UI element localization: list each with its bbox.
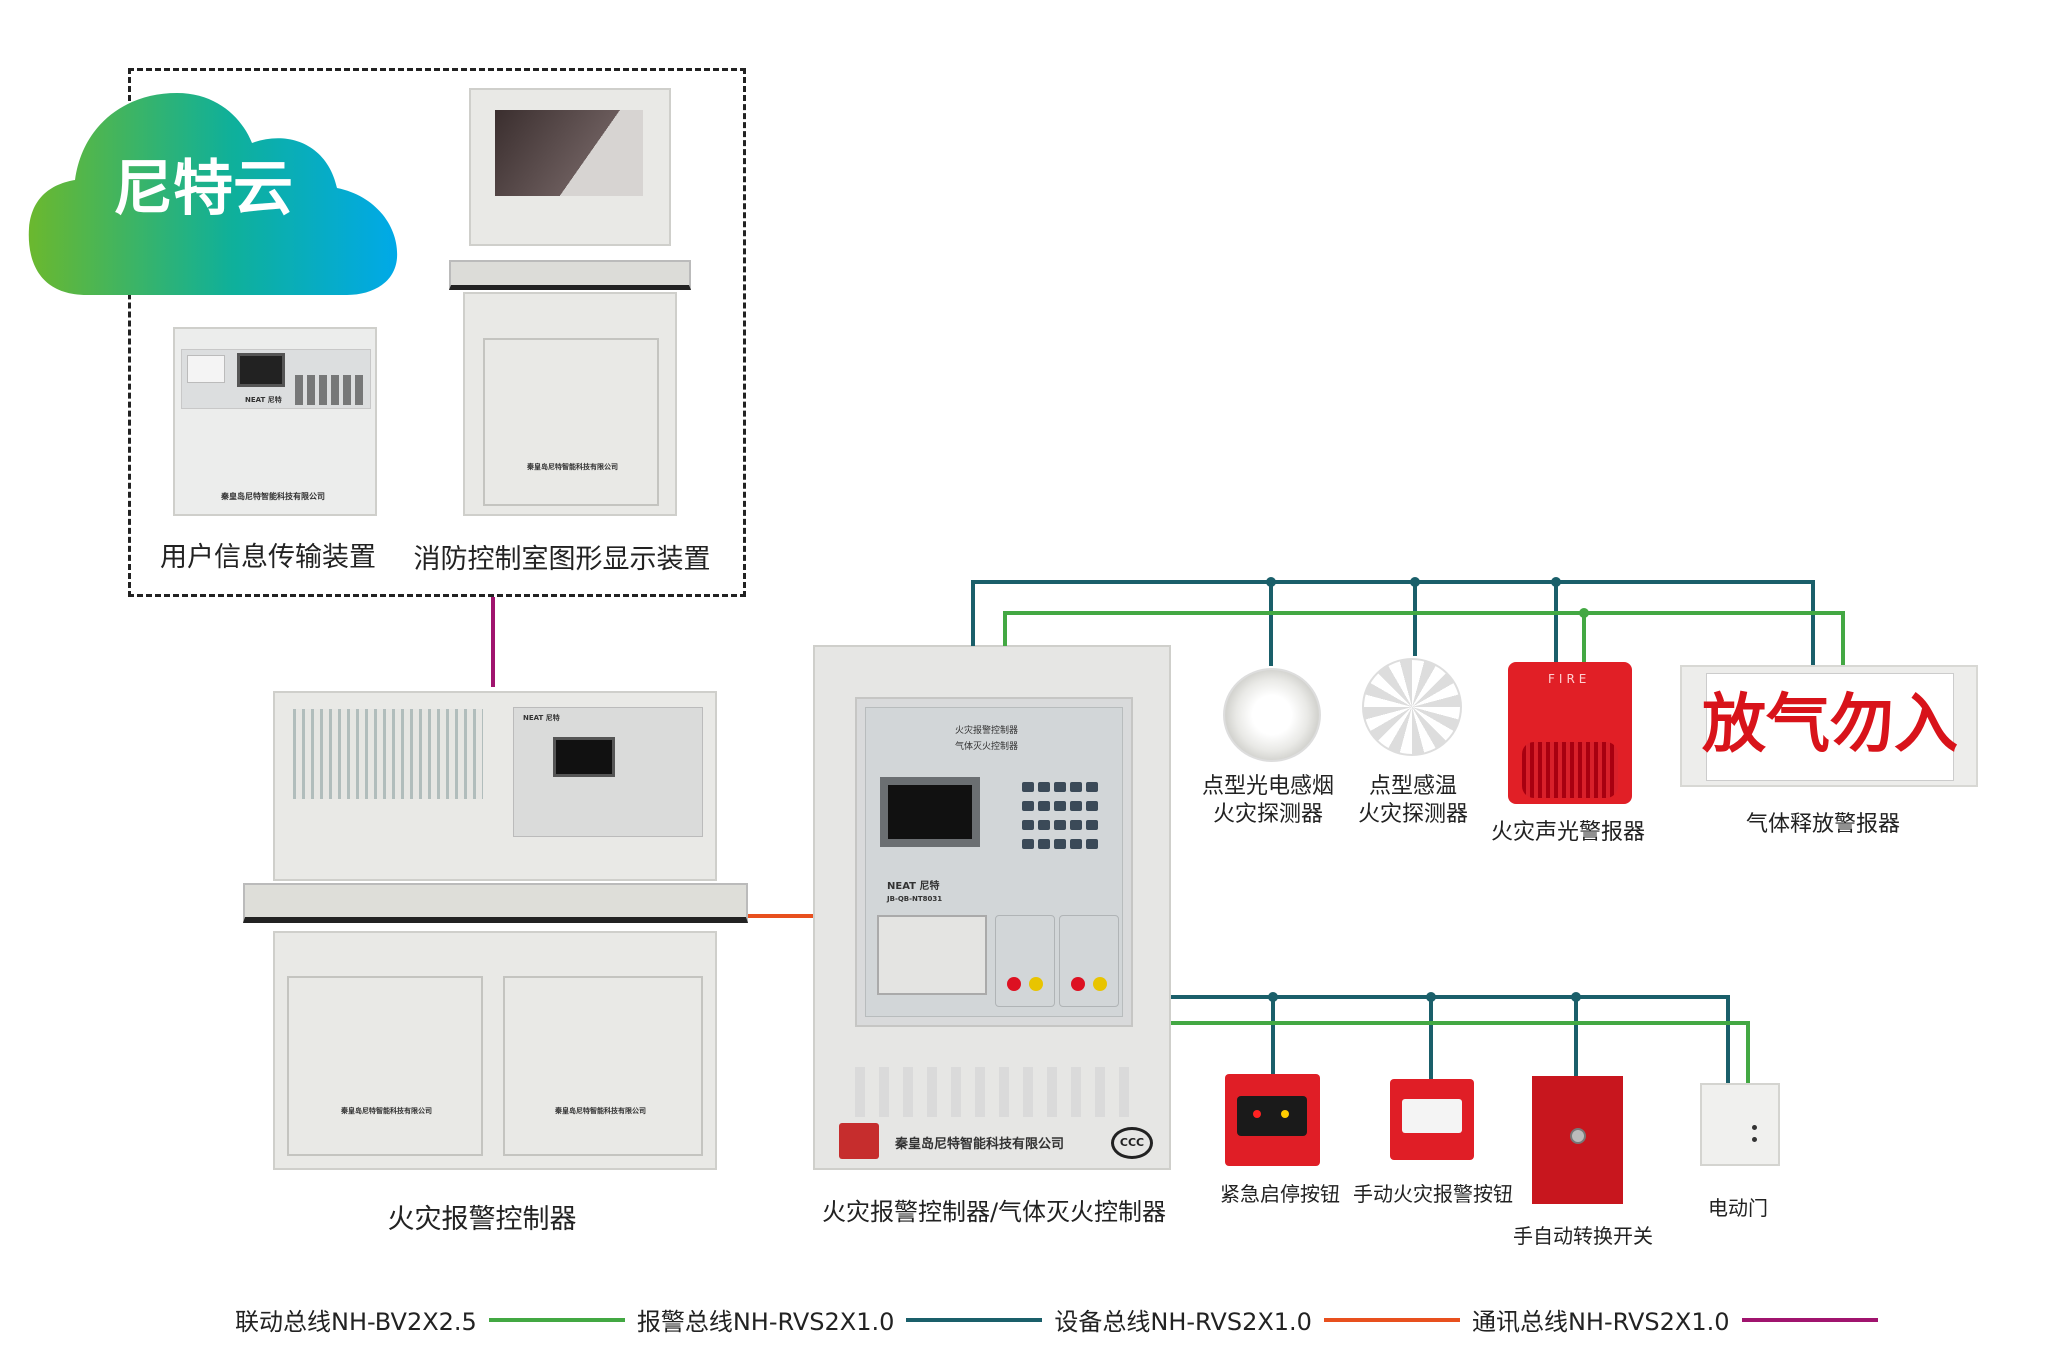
alarm-bus-drop xyxy=(1726,995,1730,1083)
gas-sign-label: 气体释放警报器 xyxy=(1745,812,1901,837)
auto-manual-switch xyxy=(1532,1076,1623,1204)
ccc-logo: CCC xyxy=(1111,1127,1153,1159)
comm-bus-line xyxy=(491,597,495,687)
alarm-bus-drop xyxy=(1811,580,1815,666)
junction xyxy=(1410,577,1420,587)
sounder-strobe: FIRE xyxy=(1508,662,1632,804)
company-label: 秦皇岛尼特智能科技有限公司 xyxy=(221,492,325,501)
sounder-label: 火灾声光警报器 xyxy=(1490,820,1646,845)
linkage-bus-drop xyxy=(1746,1021,1750,1083)
legend-label: 报警总线NH-RVS2X1.0 xyxy=(636,1308,895,1336)
emergency-stop-button xyxy=(1225,1074,1320,1166)
user-info-device: NEAT 尼特 秦皇岛尼特智能科技有限公司 xyxy=(173,327,377,516)
panel-title-2: 气体灭火控制器 xyxy=(955,742,1019,752)
neat-cloud: 尼特云 xyxy=(27,88,399,295)
heat-detector-label-2: 火灾探测器 xyxy=(1357,802,1469,827)
company-label: 秦皇岛尼特智能科技有限公司 xyxy=(555,1107,646,1115)
screen xyxy=(553,737,615,777)
manual-alarm-button xyxy=(1390,1079,1474,1160)
alarm-bus-drop xyxy=(971,580,975,646)
legend-swatch-device xyxy=(1323,1317,1460,1322)
auto-switch-label: 手自动转换开关 xyxy=(1513,1224,1653,1248)
linkage-bus-bottom xyxy=(1171,1021,1750,1025)
cloud-icon xyxy=(28,93,398,295)
user-info-device-label: 用户信息传输装置 xyxy=(160,542,376,573)
junction xyxy=(1551,577,1561,587)
alarm-bus-drop xyxy=(1554,580,1558,664)
brand-label: NEAT 尼特 xyxy=(245,396,282,404)
legend-label: 通讯总线NH-RVS2X1.0 xyxy=(1471,1308,1730,1336)
lcd-screen xyxy=(880,777,980,847)
alarm-bus-drop xyxy=(1271,995,1275,1075)
screen xyxy=(237,353,285,387)
legend-swatch-alarm xyxy=(906,1317,1043,1322)
alarm-bus-bottom xyxy=(1171,995,1730,999)
fire-text: FIRE xyxy=(1548,672,1591,686)
legend-swatch-linkage xyxy=(488,1317,625,1322)
gas-release-sign: 放气勿入 xyxy=(1680,665,1978,787)
legend-label: 联动总线NH-BV2X2.5 xyxy=(235,1308,477,1336)
linkage-bus-top xyxy=(1003,611,1845,615)
company-label: 秦皇岛尼特智能科技有限公司 xyxy=(341,1107,432,1115)
heat-detector xyxy=(1362,658,1462,756)
keypad xyxy=(1020,779,1110,859)
graphic-display-label: 消防控制室图形显示装置 xyxy=(413,544,711,575)
company-label: 秦皇岛尼特智能科技有限公司 xyxy=(527,463,618,471)
emergency-button-label: 紧急启停按钮 xyxy=(1220,1182,1340,1206)
junction xyxy=(1571,992,1581,1002)
printer xyxy=(877,915,987,995)
junction xyxy=(1426,992,1436,1002)
company-label: 秦皇岛尼特智能科技有限公司 xyxy=(895,1137,1065,1152)
electric-door-label: 电动门 xyxy=(1708,1196,1768,1220)
linkage-bus-drop xyxy=(1003,611,1007,646)
alarm-bus-top xyxy=(973,580,1815,584)
heat-detector-label-1: 点型感温 xyxy=(1368,774,1458,799)
cloud-group-box xyxy=(128,68,746,597)
linkage-bus-drop xyxy=(1841,611,1845,666)
gas-extinguishing-controller: 火灾报警控制器 气体灭火控制器 NEAT 尼特 JB-QB-NT8031 秦皇岛… xyxy=(813,645,1171,1170)
cloud-label: 尼特云 xyxy=(113,154,293,224)
electric-door-module xyxy=(1700,1083,1780,1166)
manual-button-label: 手动火灾报警按钮 xyxy=(1353,1182,1513,1206)
monitor-screen xyxy=(495,110,643,196)
device-bus-line xyxy=(748,914,814,918)
legend-label: 设备总线NH-RVS2X1.0 xyxy=(1054,1308,1312,1336)
linkage-bus-drop xyxy=(1582,611,1586,664)
brand-label: NEAT 尼特 xyxy=(887,881,940,892)
gas-controller-label: 火灾报警控制器/气体灭火控制器 xyxy=(821,1198,1167,1226)
legend-swatch-comm xyxy=(1741,1317,1878,1322)
smoke-detector xyxy=(1223,668,1321,762)
legend: 联动总线NH-BV2X2.5 报警总线NH-RVS2X1.0 设备总线NH-RV… xyxy=(235,1302,1890,1337)
panel-title-1: 火灾报警控制器 xyxy=(955,726,1019,736)
fire-alarm-controller-label: 火灾报警控制器 xyxy=(387,1204,577,1235)
junction xyxy=(1266,577,1276,587)
brand-label: NEAT 尼特 xyxy=(523,714,560,722)
junction xyxy=(1268,992,1278,1002)
model-label: JB-QB-NT8031 xyxy=(887,895,943,903)
sign-text: 放气勿入 xyxy=(1702,688,1958,762)
alarm-bus-drop xyxy=(1574,995,1578,1077)
smoke-detector-label-1: 点型光电感烟 xyxy=(1201,774,1335,799)
alarm-bus-drop xyxy=(1269,580,1273,666)
fire-cert-logo xyxy=(839,1123,879,1159)
smoke-detector-label-2: 火灾探测器 xyxy=(1212,802,1324,827)
alarm-bus-drop xyxy=(1429,995,1433,1079)
graphic-display-console: 秦皇岛尼特智能科技有限公司 xyxy=(449,88,691,516)
alarm-bus-drop xyxy=(1413,580,1417,656)
junction xyxy=(1579,608,1589,618)
fire-alarm-controller-cabinet: NEAT 尼特 秦皇岛尼特智能科技有限公司 秦皇岛尼特智能科技有限公司 xyxy=(243,691,748,1170)
